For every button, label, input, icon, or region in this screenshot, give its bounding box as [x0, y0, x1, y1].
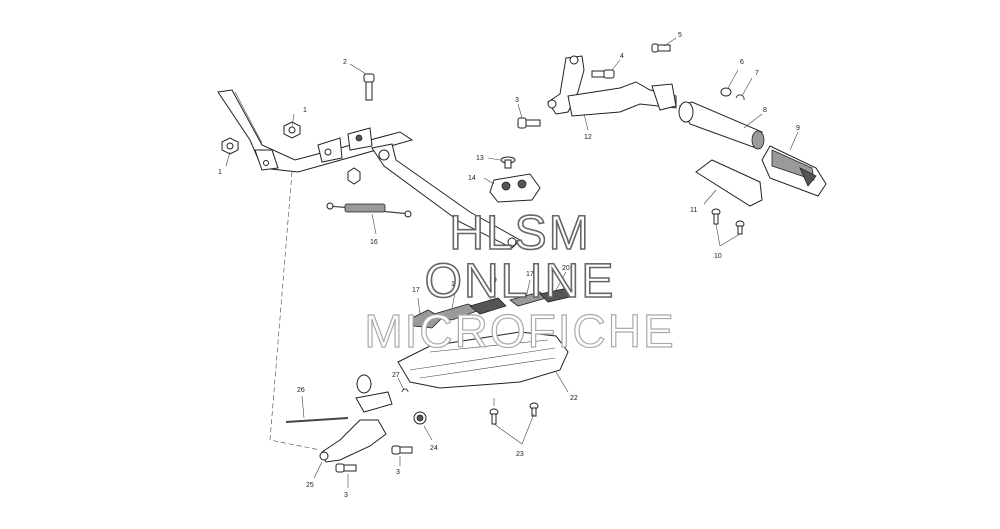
label-17a: 17 — [412, 287, 420, 294]
label-4: 4 — [620, 53, 624, 60]
label-11: 11 — [690, 207, 697, 214]
label-23: 23 — [516, 451, 524, 458]
label-22: 22 — [570, 395, 578, 402]
screws-part-10 — [711, 208, 745, 235]
rod-part-26 — [285, 417, 349, 423]
clip-part-27 — [401, 388, 409, 393]
bolt-part-3-upper — [517, 117, 541, 129]
label-12: 12 — [584, 134, 592, 141]
label-3a: 3 — [515, 97, 519, 104]
label-18: 18 — [451, 281, 459, 288]
bolt-part-3-mid — [391, 445, 413, 455]
screw-part-13 — [500, 156, 516, 169]
clip-part-7 — [735, 94, 745, 101]
screws-part-23 — [489, 402, 539, 425]
label-13: 13 — [476, 155, 484, 162]
frame-tube — [217, 89, 414, 173]
watermark-line-1: HLSM — [449, 206, 591, 261]
bolt-part-4 — [591, 69, 615, 79]
washer-part-6 — [720, 87, 732, 97]
label-20: 20 — [562, 265, 570, 272]
label-27: 27 — [392, 372, 400, 379]
label-14: 14 — [468, 175, 476, 182]
bolt-part-3-lower — [335, 463, 357, 473]
leader-lines — [225, 37, 799, 488]
label-9: 9 — [796, 125, 800, 132]
spring-part-24 — [413, 411, 427, 425]
label-3b: 3 — [396, 469, 400, 476]
shift-lever — [371, 143, 521, 249]
callout-labels: 1 1 2 3 3 3 4 5 6 7 8 9 10 11 12 13 14 1… — [218, 32, 800, 499]
watermark-line-2: ONLINE — [424, 254, 616, 309]
pad-parts-17-20 — [411, 287, 575, 329]
shift-rod-part-16 — [326, 202, 412, 218]
bolt-part-2 — [363, 73, 375, 101]
label-10: 10 — [714, 253, 722, 260]
label-17b: 17 — [526, 271, 534, 278]
label-24: 24 — [430, 445, 438, 452]
peg-grip-part-9 — [761, 145, 827, 197]
label-2: 2 — [343, 59, 347, 66]
nut-part-1 — [221, 121, 301, 155]
bracket-part-25 — [319, 374, 393, 463]
label-16: 16 — [370, 239, 378, 246]
label-19: 19 — [489, 277, 497, 284]
footpeg-part-8 — [678, 101, 765, 150]
label-6: 6 — [740, 59, 744, 66]
nut-small — [347, 167, 361, 185]
label-25: 25 — [306, 482, 314, 489]
pin-part-5 — [651, 43, 671, 53]
label-3c: 3 — [344, 492, 348, 499]
watermark-line-3: MICROFICHE — [364, 304, 676, 357]
label-7: 7 — [755, 70, 759, 77]
label-5: 5 — [678, 32, 682, 39]
label-1b: 1 — [218, 169, 222, 176]
label-26: 26 — [297, 387, 305, 394]
footpeg-mount-part-12 — [547, 55, 677, 117]
floorboard-part-22 — [397, 331, 569, 389]
label-1a: 1 — [303, 107, 307, 114]
label-8: 8 — [763, 107, 767, 114]
pivot-block-part-14 — [489, 173, 541, 203]
cover-part-11 — [695, 159, 763, 207]
